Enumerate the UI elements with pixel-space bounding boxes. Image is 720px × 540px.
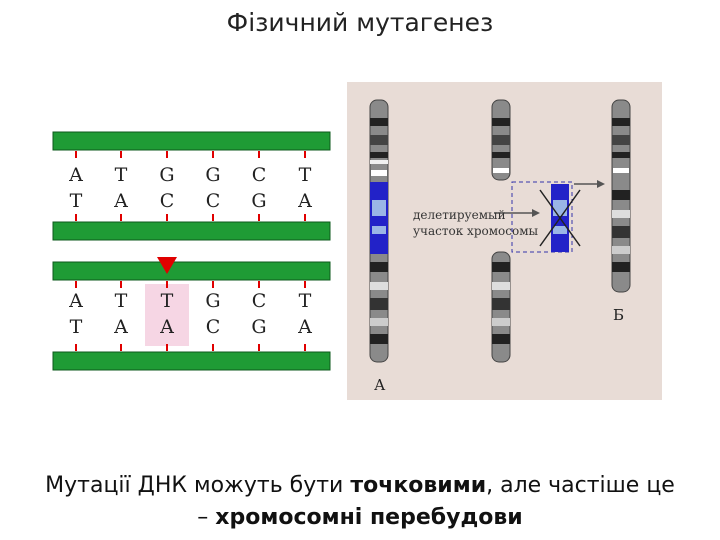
base-mutant-bottom-4: C: [206, 316, 221, 338]
caption-part2: , але частіше це: [486, 473, 675, 498]
deletion-label-line2: участок хромосомы: [413, 224, 539, 238]
base-mutant-bottom-2: A: [113, 316, 128, 338]
base-normal-bottom-4: C: [206, 190, 221, 212]
deleted-segment: [539, 184, 581, 252]
base-normal-top-5: C: [252, 164, 267, 186]
base-mutant-top-3: T: [161, 290, 174, 312]
base-mutant-top-2: T: [115, 290, 128, 312]
slide-title: Фізичний мутагенез: [226, 8, 494, 37]
deletion-outline: [511, 181, 573, 253]
base-normal-top-1: A: [68, 164, 83, 186]
mutant-top-bases: A T T G C T: [68, 290, 312, 312]
mutation-marker-icon: [157, 257, 177, 274]
normal-top-bases: A T G G C T: [68, 164, 312, 186]
dna-panel: A T G G C T T A C C G A A T T G C T T A …: [52, 130, 331, 371]
base-normal-bottom-5: G: [251, 190, 266, 212]
base-mutant-bottom-3: A: [159, 316, 174, 338]
base-mutant-top-5: C: [252, 290, 267, 312]
label-a: А: [374, 376, 386, 394]
dna-strand-normal-top: [52, 131, 331, 151]
dna-strand-mutant-bottom: [52, 351, 331, 371]
base-mutant-top-6: T: [299, 290, 312, 312]
base-mutant-bottom-5: G: [251, 316, 266, 338]
caption-bold1: точковими: [350, 473, 487, 498]
dna-strand-mutant-top: [52, 261, 331, 281]
base-normal-top-2: T: [115, 164, 128, 186]
deletion-label-line1: делетируемый: [413, 208, 506, 222]
slide-caption: Мутації ДНК можуть бути точковими, але ч…: [20, 470, 700, 534]
chromosome-panel: делетируемый участок хромосомы А Б: [347, 82, 662, 400]
base-normal-bottom-6: A: [297, 190, 312, 212]
base-normal-top-4: G: [205, 164, 220, 186]
caption-part3: –: [197, 505, 216, 530]
caption-part1: Мутації ДНК можуть бути: [45, 473, 351, 498]
chromosome-a: [369, 99, 389, 363]
base-mutant-bottom-1: T: [70, 316, 83, 338]
caption-bold2: хромосомні перебудови: [215, 505, 523, 530]
base-normal-bottom-1: T: [70, 190, 83, 212]
chromosome-broken: [491, 99, 511, 363]
label-b: Б: [613, 306, 624, 324]
base-mutant-top-4: G: [205, 290, 220, 312]
base-normal-bottom-3: C: [160, 190, 175, 212]
dna-strand-normal-bottom: [52, 221, 331, 241]
mutation-highlight: [145, 284, 189, 346]
mutant-bottom-bases: T A A C G A: [70, 316, 312, 338]
base-mutant-top-1: A: [68, 290, 83, 312]
base-normal-top-6: T: [299, 164, 312, 186]
chromosome-b: [611, 99, 631, 293]
base-normal-top-3: G: [159, 164, 174, 186]
normal-bottom-bases: T A C C G A: [70, 190, 312, 212]
base-mutant-bottom-6: A: [297, 316, 312, 338]
base-normal-bottom-2: A: [113, 190, 128, 212]
dna-panel-bg: [53, 130, 330, 370]
